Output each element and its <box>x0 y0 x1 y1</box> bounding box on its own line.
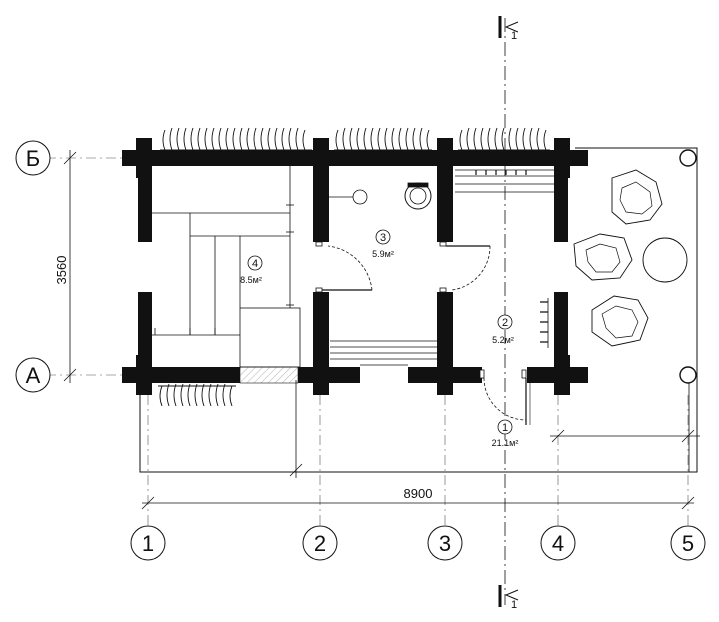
walls <box>122 138 588 395</box>
room-number-3: 3 <box>380 232 386 244</box>
log-ends-top-left <box>160 127 312 151</box>
terrace-boulders <box>573 169 688 347</box>
entrance-door <box>479 369 531 425</box>
terrace-post-top <box>679 149 697 167</box>
axis-bubble-col-1: 1 <box>130 525 166 561</box>
log-ends-bottom <box>158 383 236 407</box>
room-number-1: 1 <box>502 422 508 434</box>
hatched-threshold <box>239 366 299 384</box>
axis-bubble-row-b: Б <box>15 140 51 176</box>
room-number-2: 2 <box>502 317 508 329</box>
door-room-2 <box>439 241 491 293</box>
axis-bubble-col-2: 2 <box>302 525 338 561</box>
door-room-3 <box>315 241 373 293</box>
section-marker-bottom: 1 <box>511 599 517 611</box>
terrace-outline <box>139 147 698 473</box>
axis-label-col-4: 4 <box>552 531 564 556</box>
room-label-3: 3 5.9м² <box>372 229 394 259</box>
terrace-post-bottom <box>679 366 697 384</box>
width-dimension-label: 8900 <box>404 486 433 501</box>
axis-bubble-col-3: 3 <box>427 525 463 561</box>
section-line <box>498 16 519 607</box>
room-area-4: 8.5м² <box>240 275 262 285</box>
dimension-depth <box>63 150 77 383</box>
section-marker-top: 1 <box>511 30 517 42</box>
axis-label-row-b: Б <box>26 146 40 171</box>
axis-bubble-col-4: 4 <box>540 525 576 561</box>
room-label-1: 1 21.1м² <box>492 419 519 448</box>
room-2-fixtures <box>455 169 554 348</box>
room-3-fixtures <box>329 182 437 366</box>
log-ends-top-middle <box>334 127 432 151</box>
axis-label-col-3: 3 <box>439 531 451 556</box>
log-ends-top-right <box>458 127 550 151</box>
room-4-fixtures <box>152 166 301 368</box>
depth-dimension-label: 3560 <box>54 256 69 285</box>
room-number-4: 4 <box>252 258 258 270</box>
room-label-4: 4 8.5м² <box>240 255 263 285</box>
room-area-1: 21.1м² <box>492 438 519 448</box>
room-area-2: 5.2м² <box>492 335 514 345</box>
axis-label-row-a: А <box>26 363 41 388</box>
room-area-3: 5.9м² <box>372 249 394 259</box>
axis-label-col-1: 1 <box>142 531 154 556</box>
room-label-2: 2 5.2м² <box>492 314 514 345</box>
axis-label-col-2: 2 <box>314 531 326 556</box>
axis-bubble-row-a: А <box>15 357 51 393</box>
dimension-inner <box>289 380 700 478</box>
axis-bubble-col-5: 5 <box>670 525 706 561</box>
dimension-width <box>141 496 695 510</box>
axis-label-col-5: 5 <box>682 531 694 556</box>
